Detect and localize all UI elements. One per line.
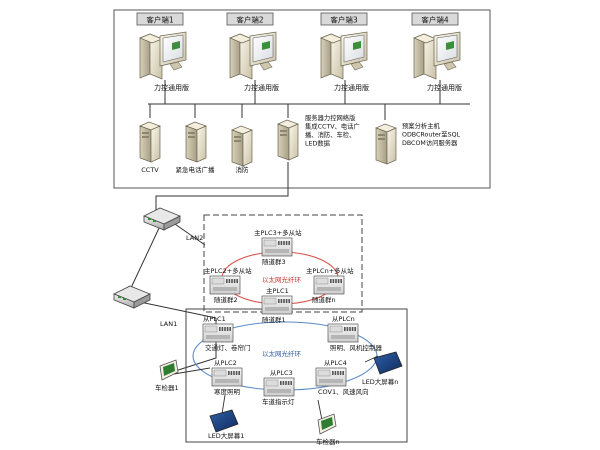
slave-plc-3: 从PLC3 车道指示灯 <box>262 369 295 406</box>
slave-plc-4-caption: COV1、风速风向 <box>318 387 369 396</box>
slave-plc-n-caption: 照明、风机控制器 <box>330 343 383 352</box>
led-screen-1 <box>209 409 239 433</box>
plc-group-2-caption: 随道群2 <box>214 295 238 304</box>
client-tab-1: 客户端1 <box>136 12 184 26</box>
server-analysis <box>375 123 397 165</box>
lan1-label: LAN1 <box>160 320 177 328</box>
client-label-2: 力控通用版 <box>244 83 279 92</box>
server-cctv <box>139 121 161 163</box>
slave-plc-2-title: 从PLC2 <box>214 359 237 367</box>
vehicle-detector-1-label: 车检器1 <box>155 383 179 392</box>
slave-plc-2-caption: 寒度照明 <box>214 387 241 396</box>
led-screen-1-label: LED大屏幕1 <box>208 431 244 440</box>
client-workstation-1 <box>139 31 187 80</box>
server-label-broadcast: 紧急电话广播 <box>176 165 216 174</box>
client-workstation-3 <box>320 31 368 80</box>
server-main <box>277 119 299 161</box>
slave-plc-1-caption: 交通灯、卷帘门 <box>205 343 251 352</box>
slave-plc-4-title: 从PLC4 <box>324 359 347 367</box>
lan2-label: LAN2 <box>186 234 203 242</box>
server-label-fire: 消防 <box>236 165 250 174</box>
vehicle-detector-n <box>317 413 337 435</box>
slave-plc-2: 从PLC2 寒度照明 <box>211 359 243 396</box>
server-fire <box>231 125 253 167</box>
plc-group-1-caption: 随道群1 <box>262 315 286 324</box>
client-label-1: 力控通用版 <box>154 83 189 92</box>
server-row <box>139 119 397 167</box>
slave-plc-3-caption: 车道指示灯 <box>262 397 295 406</box>
plc-group-n-caption: 随道群n <box>312 295 336 304</box>
client-workstations <box>139 31 461 80</box>
slave-plc-1: 从PLC1 交通灯、卷帘门 <box>202 315 251 352</box>
slave-plc-1-title: 从PLC1 <box>203 315 226 323</box>
plc-group-n-title: 主PLCn+多从站 <box>306 266 354 275</box>
slave-plc-n-title: 从PLCn <box>332 315 355 323</box>
svg-text:客户端2: 客户端2 <box>236 15 263 25</box>
plc-group-3-caption: 随道群3 <box>262 257 286 266</box>
client-tab-3: 客户端3 <box>320 12 368 26</box>
client-tab-2: 客户端2 <box>226 12 274 26</box>
plc-group-1-title: 主PLC1 <box>266 286 289 295</box>
vehicle-detector-1 <box>159 359 179 381</box>
svg-text:客户端3: 客户端3 <box>330 15 357 25</box>
control-center-frame <box>113 9 491 189</box>
client-label-4: 力控通用版 <box>427 83 462 92</box>
upper-ring-label: 以太网光纤环 <box>262 275 302 284</box>
client-workstation-4 <box>413 31 461 80</box>
plc-group-2-title: 主PLC2+多从站 <box>204 266 252 275</box>
peripheral-links <box>173 355 379 421</box>
led-screen-n-label: LED大屏幕n <box>362 377 398 386</box>
vehicle-detector-n-label: 车检器n <box>316 437 340 446</box>
lower-ring-frame <box>185 308 408 443</box>
server-label-cctv: CCTV <box>141 166 159 174</box>
server-broadcast <box>185 121 207 163</box>
led-screen-n <box>373 351 403 375</box>
plc-group-3-title: 主PLC3+多从站 <box>254 228 302 237</box>
slave-plc-3-title: 从PLC3 <box>270 369 293 377</box>
client-label-3: 力控通用版 <box>334 83 369 92</box>
slave-plc-n: 从PLCn 照明、风机控制器 <box>327 315 383 352</box>
lower-ring-label: 以太网光纤环 <box>262 349 302 358</box>
switch-lan1 <box>113 285 151 309</box>
svg-text:客户端4: 客户端4 <box>421 15 448 25</box>
bus-lines <box>129 80 470 373</box>
svg-text:客户端1: 客户端1 <box>146 15 173 25</box>
main-server-description: 服务器力控网络版集成CCTV、电话广播、消防、车检、LED数据 <box>305 113 360 148</box>
switch-lan2 <box>143 207 181 231</box>
plc-group-1: 主PLC1 随道群1 <box>261 286 293 324</box>
client-workstation-2 <box>229 31 277 80</box>
client-tab-4: 客户端4 <box>411 12 459 26</box>
plc-nodes: 主PLC3+多从站随道群3主PLC2+多从站随道群2主PLCn+多从站随道群n主… <box>202 228 383 406</box>
